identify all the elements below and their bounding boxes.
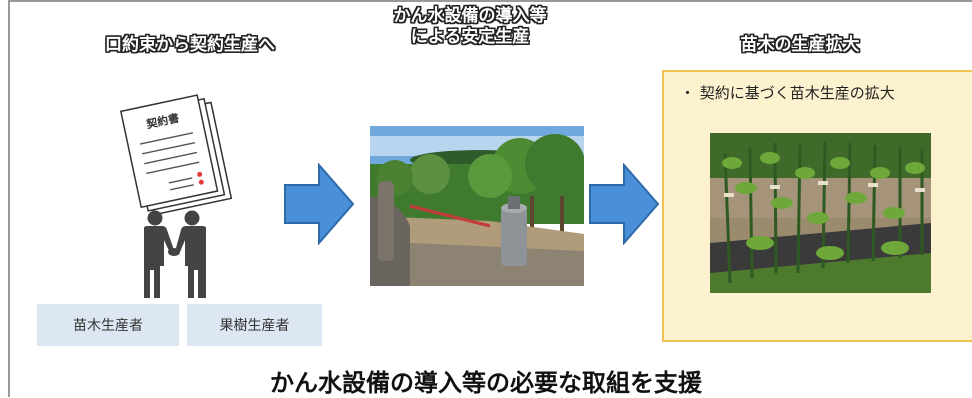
step2-heading: かん水設備の導入等 による安定生産 bbox=[330, 6, 610, 48]
right-arrow-icon bbox=[284, 163, 355, 245]
right-arrow-icon bbox=[589, 163, 660, 245]
step3-heading: 苗木の生産拡大 bbox=[740, 35, 860, 55]
contract-document-icon: 契約書 bbox=[119, 94, 233, 216]
handshake-icon bbox=[144, 210, 206, 298]
support-footer-text: かん水設備の導入等の必要な取組を支援 bbox=[270, 369, 702, 397]
contract-seedling-bullet: ・ 契約に基づく苗木生産の拡大 bbox=[680, 84, 895, 102]
contract-title: 契約書 bbox=[144, 111, 180, 132]
fruit-producer-label: 果樹生産者 bbox=[187, 304, 322, 346]
frame-top-border bbox=[8, 0, 972, 2]
step2-heading-line2: による安定生産 bbox=[410, 27, 530, 47]
frame-left-border bbox=[8, 0, 10, 397]
irrigation-photo bbox=[370, 126, 584, 286]
seedling-producer-label: 苗木生産者 bbox=[37, 304, 179, 346]
step1-heading: 口約束から契約生産へ bbox=[105, 35, 275, 55]
step2-heading-line1: かん水設備の導入等 bbox=[393, 6, 547, 26]
seedling-photo bbox=[710, 133, 931, 293]
